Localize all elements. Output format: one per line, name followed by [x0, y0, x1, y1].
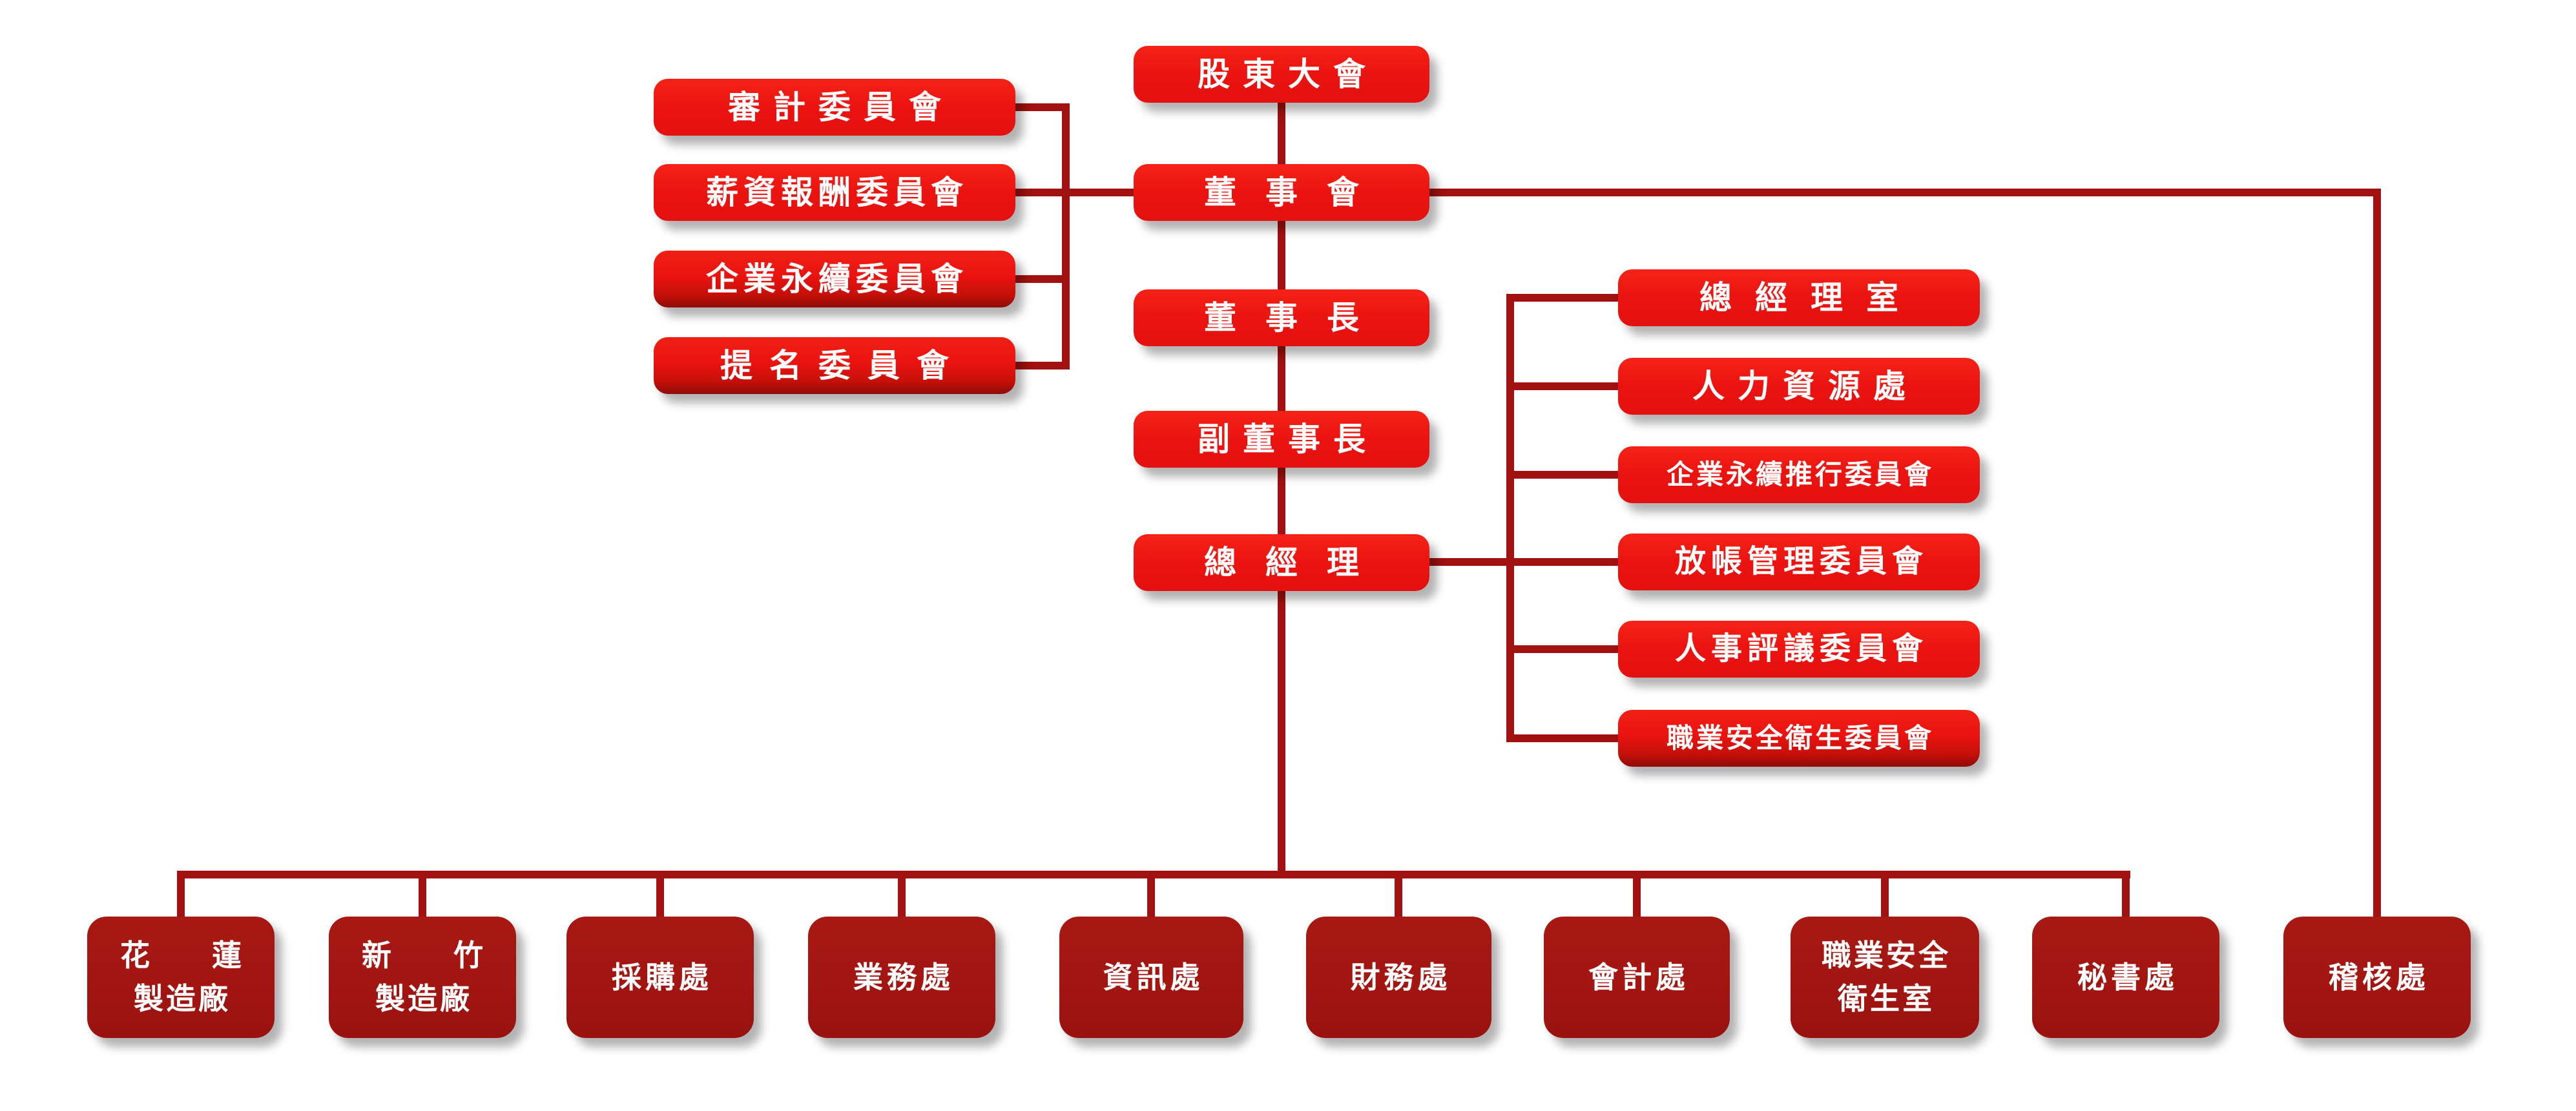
node-audit-division: 稽核處 — [2283, 917, 2471, 1038]
connector-vicechairman-gm — [1278, 466, 1285, 537]
node-label: 董事長 — [1204, 300, 1388, 336]
node-label: 人事評議委員會 — [1674, 632, 1928, 667]
node-accounting-division: 會計處 — [1544, 917, 1730, 1038]
connector-audit-division-drop — [2373, 189, 2381, 917]
node-label: 董事會 — [1204, 174, 1388, 211]
node-label: 企業永續委員會 — [706, 261, 968, 297]
connector-stub-hr-division — [1506, 382, 1619, 390]
connector-board-left-arm — [1008, 189, 1137, 196]
node-label: 稽核處 — [2329, 960, 2429, 994]
node-label: 業務處 — [853, 960, 954, 994]
connector-stub-osh-office — [1881, 871, 1889, 921]
connector-stub-it — [1147, 871, 1155, 921]
node-label: 職業安全衛生委員會 — [1666, 722, 1934, 753]
node-label-line2: 製造廠 — [375, 982, 472, 1015]
node-label: 資訊處 — [1103, 960, 1204, 994]
connector-stub-accounting — [1633, 871, 1641, 921]
connector-right-committee-bus — [1506, 294, 1514, 742]
connector-stub-procurement — [656, 871, 664, 921]
node-label: 人力資源處 — [1692, 368, 1918, 404]
connector-stub-personnel-review — [1506, 645, 1619, 653]
node-secretariat: 秘書處 — [2032, 917, 2219, 1038]
node-audit-committee: 審計委員會 — [654, 79, 1015, 136]
node-label-line2: 衛生室 — [1838, 982, 1935, 1015]
node-finance-division: 財務處 — [1306, 917, 1491, 1038]
connector-shareholders-board — [1278, 103, 1285, 167]
node-label: 財務處 — [1350, 960, 1451, 994]
connector-board-chairman — [1278, 220, 1285, 292]
connector-stub-osh-committee — [1506, 734, 1619, 742]
node-label: 副董事長 — [1198, 421, 1378, 457]
node-label: 企業永續推行委員會 — [1666, 459, 1934, 490]
node-label: 審計委員會 — [728, 89, 954, 125]
node-business-division: 業務處 — [808, 917, 995, 1038]
connector-left-committee-bus — [1062, 103, 1070, 369]
node-label: 股東大會 — [1198, 56, 1378, 92]
node-label-line2: 製造廠 — [134, 982, 231, 1015]
node-label-line1: 花蓮 — [120, 939, 304, 973]
node-osh-committee: 職業安全衛生委員會 — [1618, 710, 1980, 767]
node-gm-office: 總經理室 — [1618, 269, 1980, 326]
node-label: 薪資報酬委員會 — [706, 174, 968, 211]
node-esg-promotion-committee: 企業永續推行委員會 — [1618, 446, 1980, 503]
connector-chairman-vicechairman — [1278, 345, 1285, 413]
node-credit-management-committee: 放帳管理委員會 — [1618, 534, 1980, 590]
node-compensation-committee: 薪資報酬委員會 — [654, 164, 1015, 221]
node-label: 會計處 — [1588, 960, 1689, 994]
node-it-division: 資訊處 — [1059, 917, 1243, 1038]
node-hualien-plant: 花蓮 製造廠 — [87, 917, 275, 1038]
connector-stub-sustainability-committee — [1008, 275, 1070, 283]
node-hr-division: 人力資源處 — [1618, 358, 1980, 415]
node-label: 採購處 — [612, 960, 712, 994]
node-vice-chairman: 副董事長 — [1134, 411, 1429, 468]
node-board-of-directors: 董事會 — [1134, 164, 1429, 221]
node-label-line1: 新竹 — [362, 939, 545, 973]
connector-stub-finance — [1395, 871, 1402, 921]
connector-gm-right-arm — [1429, 558, 1618, 566]
connector-stub-hsinchu — [419, 871, 426, 921]
connector-stub-audit-committee — [1008, 103, 1070, 111]
node-procurement-division: 採購處 — [566, 917, 754, 1038]
node-label: 秘書處 — [2077, 960, 2178, 994]
connector-stub-gm-office — [1506, 294, 1619, 302]
node-sustainability-committee: 企業永續委員會 — [654, 251, 1015, 307]
node-label: 總經理 — [1204, 545, 1388, 581]
node-label-line1: 職業安全 — [1822, 939, 1951, 973]
node-label: 提名委員會 — [720, 348, 966, 384]
connector-stub-nomination-committee — [1008, 362, 1070, 369]
node-personnel-review-committee: 人事評議委員會 — [1618, 621, 1980, 678]
connector-stub-secretariat — [2122, 871, 2130, 921]
node-osh-office: 職業安全 衛生室 — [1791, 917, 1979, 1038]
connector-stub-esg-promotion — [1506, 471, 1619, 479]
node-general-manager: 總經理 — [1134, 534, 1429, 591]
connector-stub-business — [898, 871, 906, 921]
connector-gm-drop — [1278, 590, 1285, 878]
connector-board-right-arm — [1429, 189, 2381, 196]
node-label: 放帳管理委員會 — [1674, 545, 1928, 579]
node-nomination-committee: 提名委員會 — [654, 337, 1015, 394]
connector-stub-hualien — [177, 871, 185, 921]
node-shareholders-meeting: 股東大會 — [1134, 46, 1429, 103]
node-label: 總經理室 — [1699, 280, 1922, 316]
node-hsinchu-plant: 新竹 製造廠 — [329, 917, 516, 1038]
node-chairman: 董事長 — [1134, 289, 1429, 346]
